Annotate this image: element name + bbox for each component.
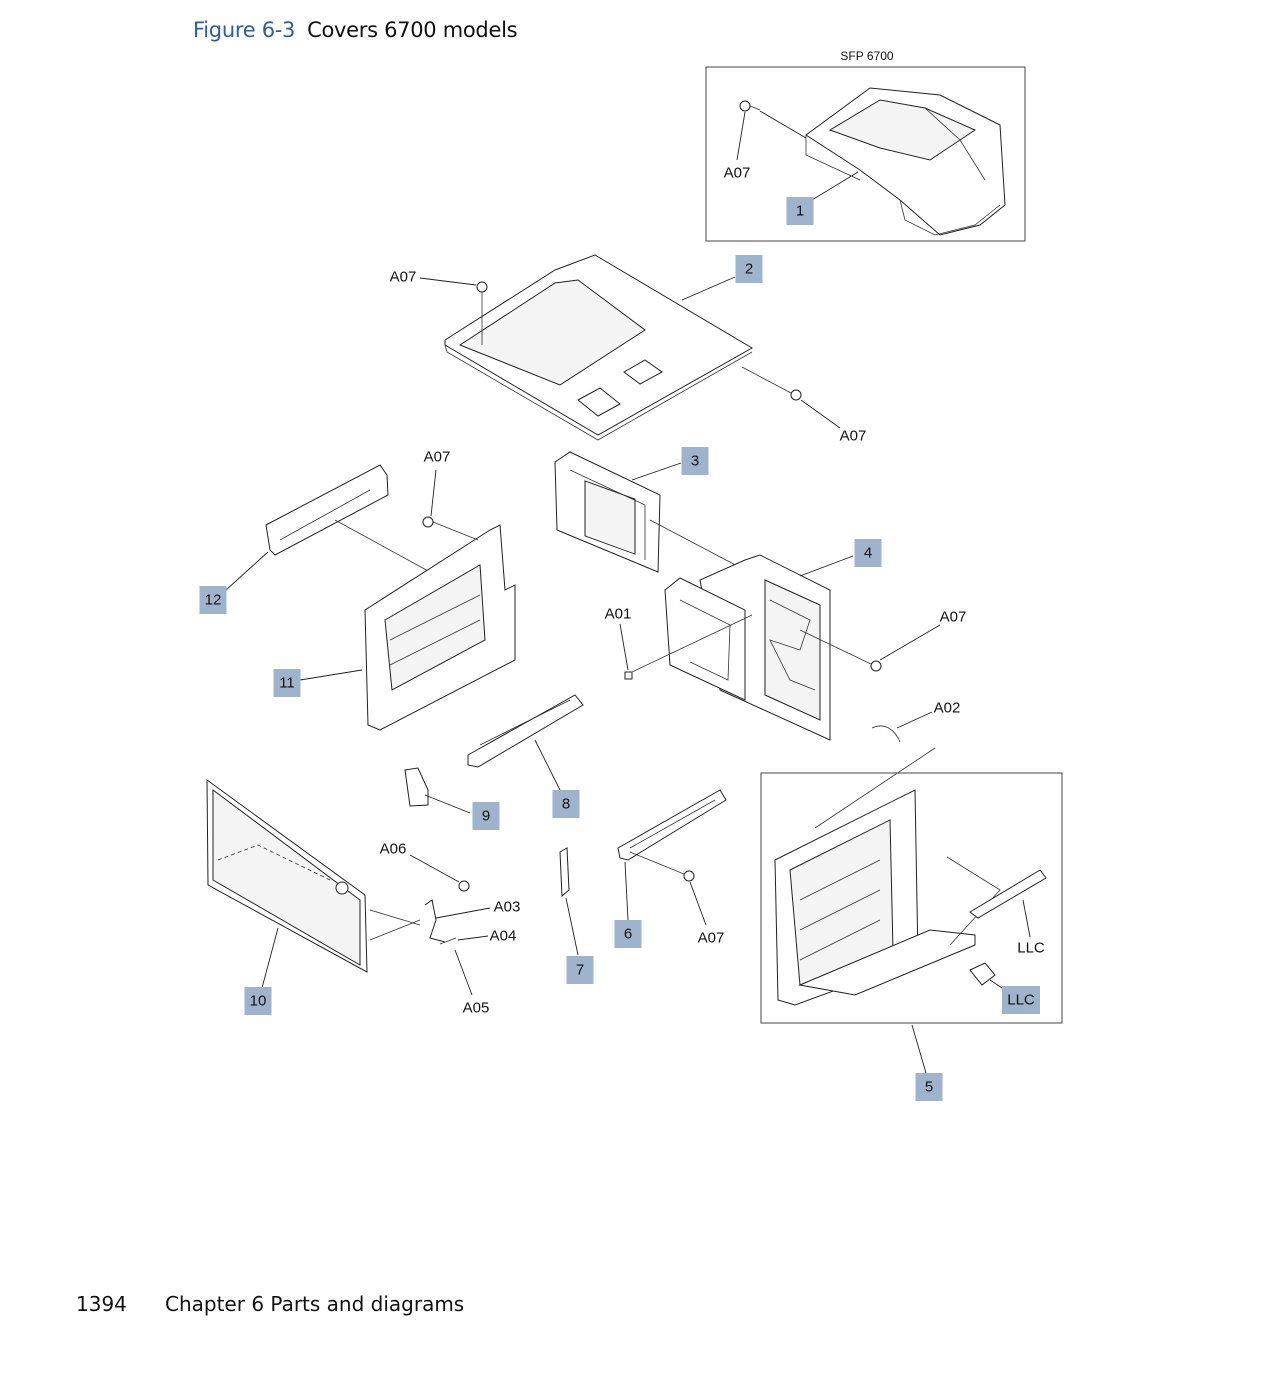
callout-number: 9 xyxy=(482,808,490,825)
callout-9: 9 xyxy=(472,802,500,830)
label-a07-right: A07 xyxy=(840,428,867,445)
callout-box xyxy=(273,669,301,697)
callout-box xyxy=(681,447,709,475)
label-a06: A06 xyxy=(380,841,407,858)
part-7-bar xyxy=(559,847,579,956)
callout-number: 12 xyxy=(205,592,222,609)
label-a05: A05 xyxy=(463,1000,490,1017)
callout-box xyxy=(614,920,642,948)
callout-10: 10 xyxy=(244,987,272,1015)
callout-1: 1 xyxy=(786,197,814,225)
part-2-top-cover xyxy=(419,254,841,441)
callout-number: 11 xyxy=(279,675,295,692)
callout-number: 5 xyxy=(925,1079,933,1096)
part-8-duct xyxy=(467,694,584,791)
hinge-assembly xyxy=(409,854,491,996)
callout-number: 4 xyxy=(864,545,872,562)
callout-number: 2 xyxy=(745,261,753,278)
callout-box xyxy=(566,956,594,984)
callout-11: 11 xyxy=(273,669,301,697)
part-6-rail xyxy=(617,789,727,926)
inset-sfp-6700: SFP 6700 xyxy=(705,49,1026,242)
pin-a04 xyxy=(439,937,457,945)
label-a07-side: A07 xyxy=(940,609,967,626)
label-a07-mid: A07 xyxy=(424,449,451,466)
callout-box xyxy=(244,987,272,1015)
callout-number: 6 xyxy=(624,926,632,943)
callout-box xyxy=(1002,986,1040,1014)
callout-3: 3 xyxy=(681,447,709,475)
callout-number: 3 xyxy=(691,453,699,470)
llc-roller-part xyxy=(969,962,996,986)
callout-box xyxy=(472,802,500,830)
llc-tray-part xyxy=(969,869,1047,919)
hinge-a03 xyxy=(424,899,446,943)
callout-number: 1 xyxy=(796,203,804,220)
inset-title: SFP 6700 xyxy=(840,49,893,63)
label-a01: A01 xyxy=(605,606,632,623)
callout-5: 5 xyxy=(915,1073,943,1101)
part-9-clip xyxy=(404,767,471,814)
figure-title: Figure 6-3 Covers 6700 models xyxy=(193,18,518,42)
screw-a07-low xyxy=(683,870,695,882)
label-a07-top: A07 xyxy=(390,269,417,286)
part-4-right-cover xyxy=(619,554,941,741)
callout-8: 8 xyxy=(552,790,580,818)
callout-box xyxy=(915,1073,943,1101)
part-3-rear-cover xyxy=(554,451,746,573)
callout-number: LLC xyxy=(1007,992,1035,1009)
callout-box xyxy=(786,197,814,225)
label-a07-low: A07 xyxy=(698,930,725,947)
sfp-top-cover-face xyxy=(828,99,977,161)
callout-number: 10 xyxy=(250,993,267,1010)
label-a04: A04 xyxy=(490,928,517,945)
chapter-title: Chapter 6 Parts and diagrams xyxy=(165,1292,465,1316)
part-12-left-rail xyxy=(225,464,431,591)
label-a07-inset: A07 xyxy=(724,165,751,182)
label-a03: A03 xyxy=(494,899,521,916)
callout-box xyxy=(854,539,882,567)
label-a02: A02 xyxy=(934,700,961,717)
callout-number: 8 xyxy=(562,796,570,813)
figure-number: Figure 6-3 xyxy=(193,18,296,42)
callout-7: 7 xyxy=(566,956,594,984)
screw-a07-mid xyxy=(422,516,434,528)
callout-2: 2 xyxy=(735,255,763,283)
part-10-front-door xyxy=(206,779,421,989)
part-a01 xyxy=(624,671,633,680)
callout-llc: LLC xyxy=(1002,986,1040,1014)
callout-6: 6 xyxy=(614,920,642,948)
label-llc-plain: LLC xyxy=(1017,940,1045,957)
inset-part-5 xyxy=(760,772,1063,1074)
callout-box xyxy=(552,790,580,818)
part-a02-cable xyxy=(814,711,936,829)
callout-box xyxy=(199,586,227,614)
callout-number: 7 xyxy=(576,962,584,979)
figure-caption: Covers 6700 models xyxy=(307,18,518,42)
screw-a06 xyxy=(458,880,470,892)
screw-a07-side xyxy=(870,660,882,672)
callout-4: 4 xyxy=(854,539,882,567)
callout-12: 12 xyxy=(199,586,227,614)
screw-a07-inset xyxy=(739,100,761,112)
screw-a07-right xyxy=(790,389,802,401)
part-11-left-cover xyxy=(299,469,516,731)
page-number: 1394 xyxy=(76,1292,127,1316)
screw-a07-top xyxy=(476,281,488,293)
callout-box xyxy=(735,255,763,283)
